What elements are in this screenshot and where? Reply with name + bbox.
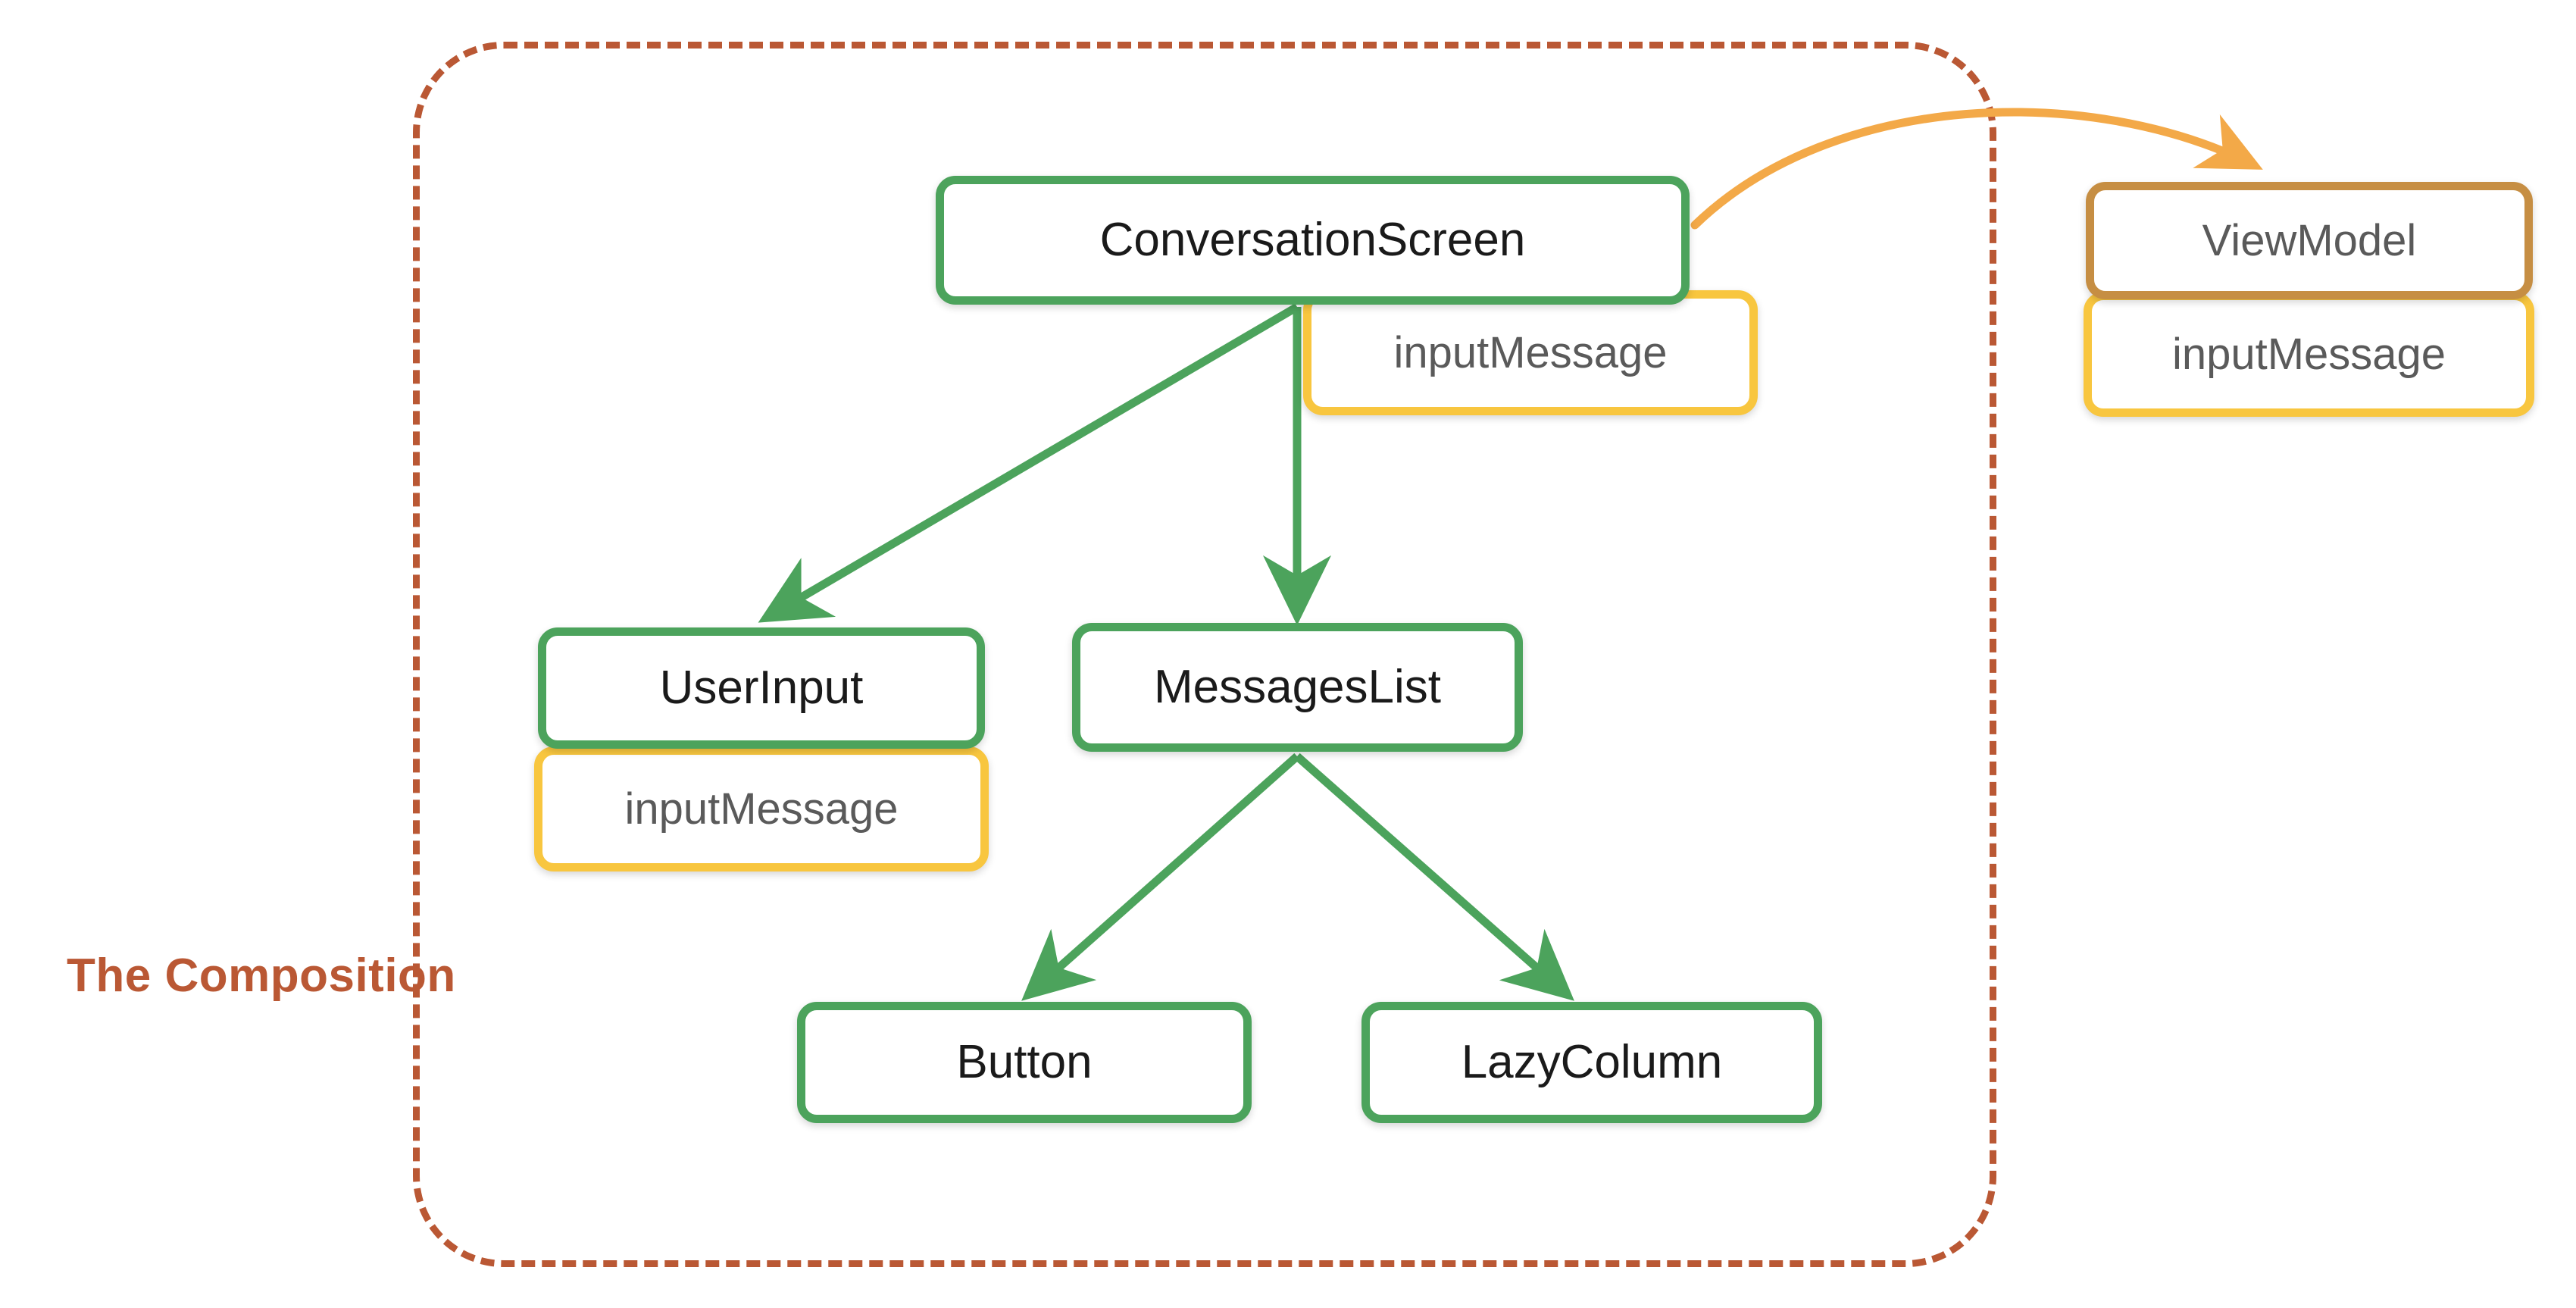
node-view-model-label: ViewModel <box>2202 215 2417 265</box>
node-view-model-state[interactable]: inputMessage <box>2084 292 2534 417</box>
node-user-input[interactable]: UserInput <box>538 627 985 749</box>
node-view-model[interactable]: ViewModel <box>2086 182 2533 299</box>
node-messages-list[interactable]: MessagesList <box>1072 623 1523 752</box>
node-lazy-column-label: LazyColumn <box>1461 1036 1723 1088</box>
node-conversation-screen-state[interactable]: inputMessage <box>1303 290 1758 415</box>
node-messages-list-label: MessagesList <box>1153 661 1442 713</box>
node-user-input-state-label: inputMessage <box>624 784 899 834</box>
node-conversation-screen-state-label: inputMessage <box>1393 327 1668 377</box>
node-view-model-state-label: inputMessage <box>2171 329 2446 379</box>
node-user-input-state[interactable]: inputMessage <box>534 746 989 871</box>
composition-boundary <box>413 42 1996 1267</box>
node-conversation-screen[interactable]: ConversationScreen <box>936 176 1690 305</box>
composition-label: The Composition <box>67 950 456 1002</box>
node-button-label: Button <box>956 1036 1093 1088</box>
node-user-input-label: UserInput <box>659 662 864 714</box>
node-conversation-screen-label: ConversationScreen <box>1099 214 1526 266</box>
node-button[interactable]: Button <box>797 1002 1252 1123</box>
node-lazy-column[interactable]: LazyColumn <box>1361 1002 1822 1123</box>
